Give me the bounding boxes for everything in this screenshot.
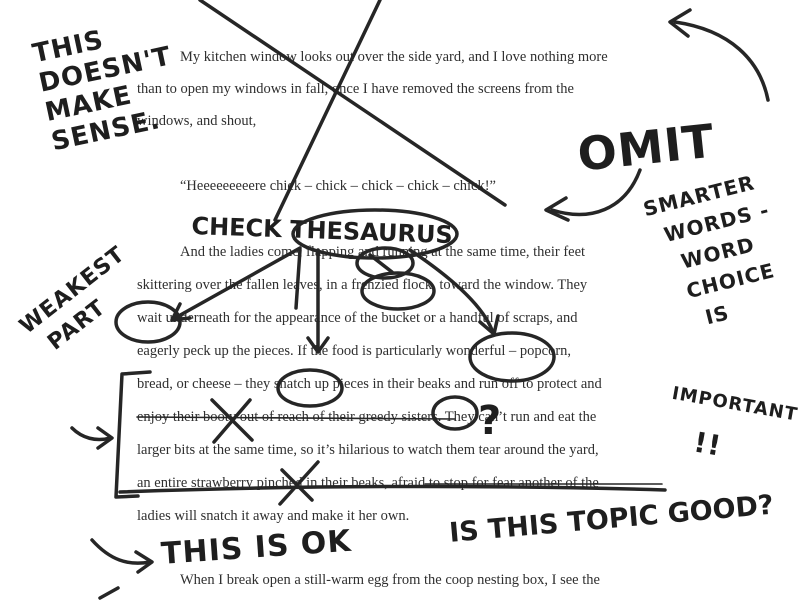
essay-line: enjoy their booty out of reach of their … [137, 409, 597, 425]
connector-line [368, 253, 394, 274]
essay-line: wait underneath for the appearance of th… [137, 310, 578, 326]
arrowhead [544, 196, 570, 222]
connector-line [408, 248, 494, 332]
arrow-curve [70, 426, 112, 442]
essay-line: ladies will snatch it away and make it h… [137, 508, 410, 524]
circle-mark [360, 271, 436, 311]
essay-line: eagerly peck up the pieces. If the food … [137, 343, 572, 359]
arrow-curve [673, 20, 770, 102]
note-question-mark: ? [478, 398, 503, 444]
essay-line: When I break open a still-warm egg from … [180, 572, 600, 588]
essay-line: bread, or cheese – they snatch up pieces… [137, 376, 602, 392]
arrowhead [306, 336, 330, 354]
essay-line: “Heeeeeeeeere chick – chick – chick – ch… [180, 178, 496, 194]
arrow-curve [98, 586, 120, 600]
arrowhead [96, 426, 114, 450]
x-mark [212, 398, 252, 444]
cross-out-stroke [273, 0, 382, 222]
circle-mark [468, 331, 556, 383]
arrow-curve [90, 538, 152, 565]
x-mark [278, 460, 320, 506]
circle-mark [114, 300, 182, 344]
essay-line: windows, and shout, [137, 113, 257, 129]
underline [118, 484, 667, 494]
cross-out-stroke [198, 0, 507, 207]
circle-mark [431, 395, 479, 431]
circle-mark [355, 246, 415, 280]
arrowhead [134, 550, 154, 574]
essay-line: And the ladies come, flapping and runnin… [180, 244, 586, 260]
bracket-mark [114, 370, 152, 499]
essay-line: than to open my windows in fall, once I … [137, 81, 574, 97]
arrow-curve [550, 168, 642, 217]
connector-line [294, 248, 302, 310]
essay-line: larger bits at the same time, so it’s hi… [137, 442, 599, 458]
connector-line [173, 246, 302, 320]
arrowhead [170, 302, 192, 322]
circle-mark [276, 368, 344, 408]
strikethrough [136, 416, 456, 420]
essay-line: My kitchen window looks out over the sid… [180, 49, 608, 65]
arrowhead [668, 8, 692, 38]
